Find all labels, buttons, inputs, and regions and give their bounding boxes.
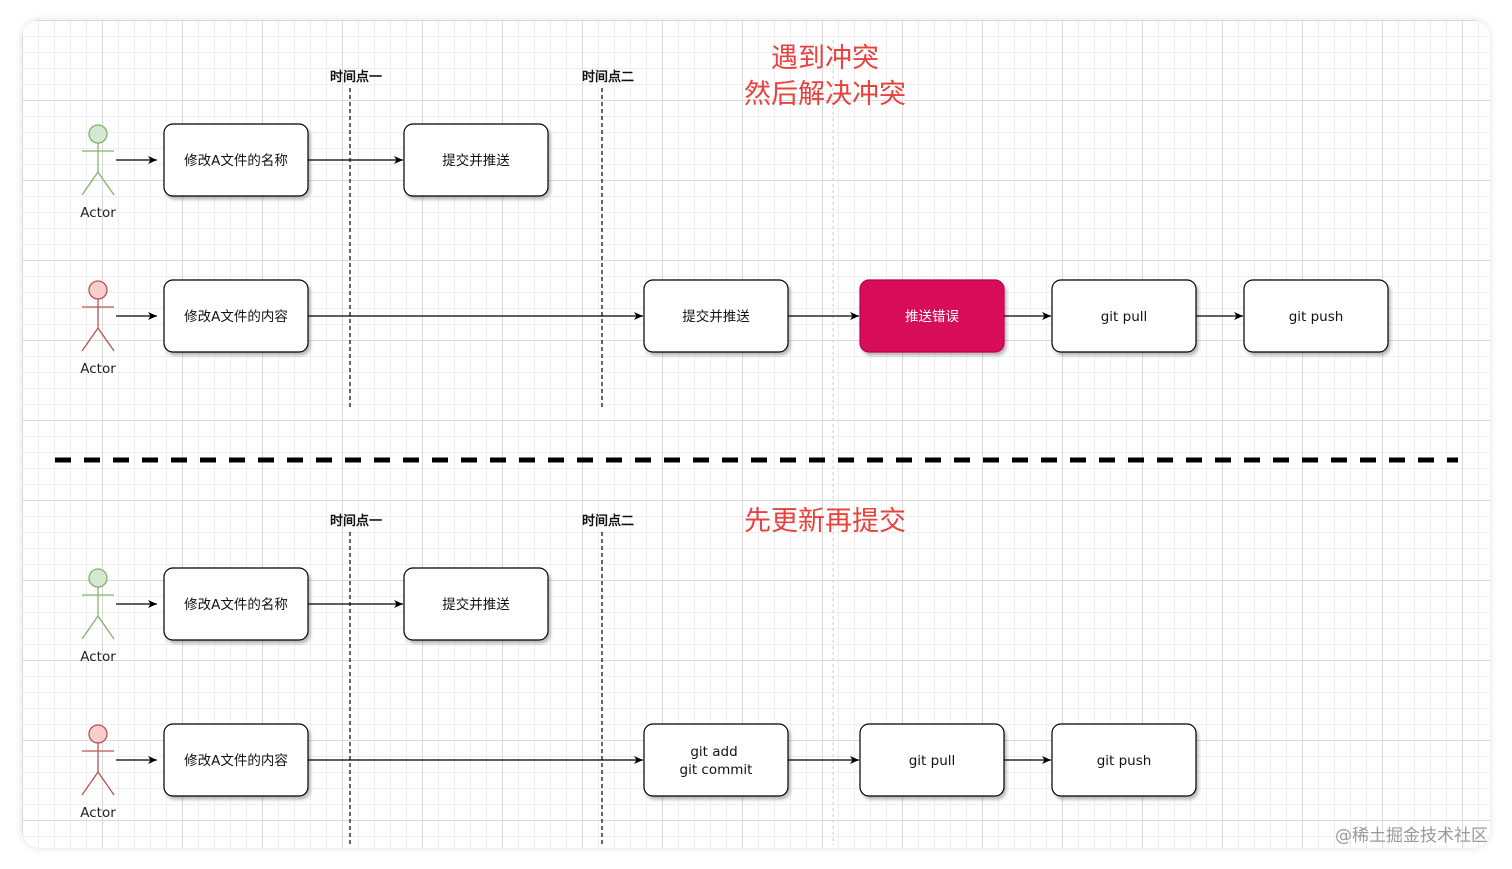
top-section: 遇到冲突 然后解决冲突 时间点一 时间点二 Actor 修改A文件的名称 提交并… <box>80 43 1389 410</box>
bottom-time-label-2: 时间点二 <box>582 513 634 529</box>
top-title-line2: 然后解决冲突 <box>744 79 906 110</box>
bottom-a2-step1-label: 修改A文件的内容 <box>184 752 288 769</box>
top-a2-step1-label: 修改A文件的内容 <box>184 308 288 325</box>
bottom-actor2-label: Actor <box>80 805 116 821</box>
top-title-line1: 遇到冲突 <box>771 43 879 74</box>
top-actor2-label: Actor <box>80 361 116 377</box>
bottom-a2-push-box[interactable]: git push <box>1051 723 1197 797</box>
top-a2-error-box[interactable]: 推送错误 <box>859 279 1005 353</box>
bottom-a2-commit-label: git commit <box>680 762 753 778</box>
bottom-a1-step2-box[interactable]: 提交并推送 <box>403 567 549 641</box>
top-a2-step1-box[interactable]: 修改A文件的内容 <box>163 279 309 353</box>
top-a2-step2-box[interactable]: 提交并推送 <box>643 279 789 353</box>
top-a1-step2-box[interactable]: 提交并推送 <box>403 123 549 197</box>
top-a2-pull-box[interactable]: git pull <box>1051 279 1197 353</box>
top-actor2-icon <box>81 280 115 352</box>
top-a1-step2-label: 提交并推送 <box>442 152 510 169</box>
watermark: @稀土掘金技术社区 <box>1335 826 1488 846</box>
bottom-a2-add-label: git add <box>690 744 737 760</box>
bottom-a1-step1-label: 修改A文件的名称 <box>184 597 288 613</box>
bottom-a2-commit-box[interactable]: git add git commit <box>643 723 789 797</box>
bottom-time-label-1: 时间点一 <box>330 513 382 529</box>
top-a2-step2-label: 提交并推送 <box>682 308 750 325</box>
bottom-a2-pull-box[interactable]: git pull <box>859 723 1005 797</box>
top-a1-step1-box[interactable]: 修改A文件的名称 <box>163 123 309 197</box>
bottom-a2-push-label: git push <box>1097 753 1152 769</box>
top-a2-error-label: 推送错误 <box>905 309 959 325</box>
bottom-a1-step2-label: 提交并推送 <box>442 596 510 613</box>
bottom-section: 先更新再提交 时间点一 时间点二 Actor 修改A文件的名称 提交并推送 <box>80 506 1197 845</box>
top-actor1-label: Actor <box>80 205 116 221</box>
bottom-actor1-label: Actor <box>80 649 116 665</box>
top-time-label-2: 时间点二 <box>582 69 634 85</box>
top-a2-push-box[interactable]: git push <box>1243 279 1389 353</box>
bottom-actor1-icon <box>81 568 115 640</box>
top-a2-pull-label: git pull <box>1101 309 1148 325</box>
bottom-a1-step1-box[interactable]: 修改A文件的名称 <box>163 567 309 641</box>
bottom-a2-pull-label: git pull <box>909 753 956 769</box>
top-a2-push-label: git push <box>1289 309 1344 325</box>
bottom-a2-step1-box[interactable]: 修改A文件的内容 <box>163 723 309 797</box>
bottom-actor2-icon <box>81 724 115 796</box>
top-a1-step1-label: 修改A文件的名称 <box>184 153 288 169</box>
top-time-label-1: 时间点一 <box>330 69 382 85</box>
top-actor1-icon <box>81 124 115 196</box>
bottom-title: 先更新再提交 <box>744 506 906 537</box>
